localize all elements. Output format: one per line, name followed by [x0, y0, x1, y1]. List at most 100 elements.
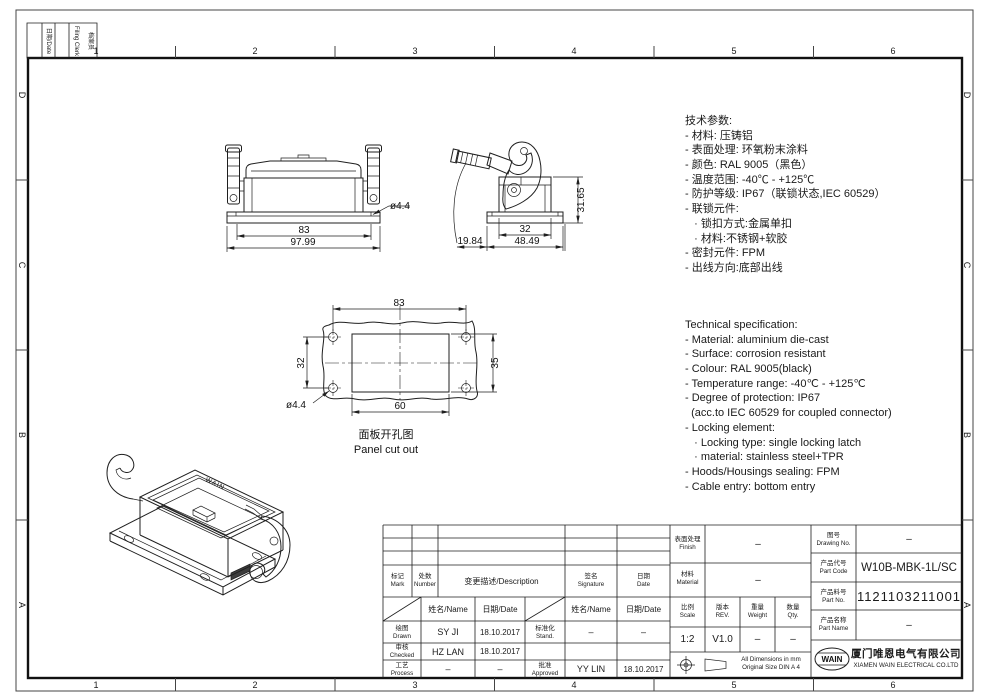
tb-approved-name: YY LIN	[576, 664, 606, 674]
tb-material-value: –	[755, 574, 761, 586]
tb-date-col-2: 日期/Date	[625, 604, 662, 614]
spec-line: · 锁扣方式:金属单扣	[685, 217, 792, 230]
zone-right-b: B	[962, 431, 972, 438]
zone-bottom-5: 5	[731, 680, 737, 690]
front-view: 83 97.99 ø4.4	[225, 144, 410, 252]
filing-clerk-en: Filing Clerk	[69, 23, 83, 58]
first-angle-symbol	[677, 656, 695, 674]
panel-dim-83: 83	[393, 298, 405, 309]
tb-name-col-1: 姓名/Name	[428, 604, 468, 614]
sheet-frame	[15, 9, 974, 692]
spec-line: - 防护等级: IP67（联锁状态,IEC 60529）	[685, 188, 886, 201]
panel-cutout-view: 83 32 35 60 ø4.4 面板开孔图 Panel cut out	[286, 298, 501, 456]
wain-logo: WAIN	[814, 647, 850, 671]
panel-caption-cn: 面板开孔图	[359, 427, 414, 441]
spec-line: - 材料: 压铸铝	[685, 129, 753, 142]
front-dim-83: 83	[298, 225, 310, 236]
zone-bottom-2: 2	[252, 680, 258, 690]
zone-top-2: 2	[252, 46, 258, 56]
tb-part-no-value: 1121103211001	[856, 588, 962, 604]
spec-line: - Cable entry: bottom entry	[685, 480, 816, 493]
filing-date-label: 日期/Date	[42, 23, 55, 58]
zone-right-d: D	[962, 91, 972, 99]
tb-name-col-2: 姓名/Name	[571, 604, 611, 614]
zone-bottom-3: 3	[412, 680, 418, 690]
side-dim-1984: 19.84	[457, 236, 482, 247]
spec-line: - Temperature range: -40℃ - +125℃	[685, 377, 866, 390]
zone-top-1: 1	[93, 46, 99, 56]
side-view: 31.65 32 48.49 19.84	[450, 141, 587, 251]
tb-checked-name: HZ LAN	[431, 646, 464, 657]
tb-approved-date: 18.10.2017	[623, 664, 664, 674]
tb-process-name: –	[445, 664, 451, 674]
zone-left-c: C	[17, 261, 27, 269]
specs-english: Technical specification:- Material: alum…	[685, 318, 892, 494]
panel-dim-60: 60	[394, 401, 406, 412]
tb-drawn-name: SY JI	[437, 627, 459, 637]
spec-line: - 出线方向:底部出线	[685, 261, 783, 274]
tb-qty-value: –	[790, 634, 796, 645]
zone-left-a: A	[17, 601, 27, 608]
panel-dim-32: 32	[296, 357, 307, 369]
tb-weight-value: –	[754, 634, 761, 645]
spec-line: - 联锁元件:	[685, 203, 739, 216]
filing-clerk-cn-text: 档案员	[87, 31, 94, 50]
spec-line: - Hoods/Housings sealing: FPM	[685, 465, 840, 478]
cable-nozzle	[450, 148, 492, 170]
zone-bottom-1: 1	[93, 680, 99, 690]
panel-dim-35: 35	[490, 357, 501, 369]
side-dim-4849: 48.49	[514, 236, 539, 247]
spec-line: - Locking element:	[685, 421, 775, 434]
zone-bottom-4: 4	[571, 680, 577, 690]
zone-top-4: 4	[571, 46, 577, 56]
spec-line: · Locking type: single locking latch	[685, 436, 862, 449]
spec-line: (acc.to IEC 60529 for coupled connector)	[685, 407, 892, 420]
zone-bottom-6: 6	[890, 680, 896, 690]
zone-top-5: 5	[731, 46, 737, 56]
panel-hole-label: ø4.4	[286, 400, 306, 411]
tb-stand-date: –	[640, 627, 646, 637]
spec-line: - 密封元件: FPM	[685, 247, 766, 260]
tb-drawing-no-value: –	[906, 533, 912, 545]
tb-drawn-date: 18.10.2017	[479, 627, 521, 637]
tb-process-date: –	[497, 664, 503, 674]
panel-holes	[325, 329, 474, 396]
front-dim-9799: 97.99	[290, 237, 315, 248]
zone-right-c: C	[962, 261, 972, 269]
tb-checked-date: 18.10.2017	[479, 647, 521, 656]
tb-part-name-value: –	[906, 619, 912, 631]
specs-chinese: 技术参数:- 材料: 压铸铝- 表面处理: 环氧粉末涂料- 颜色: RAL 90…	[685, 114, 886, 276]
tb-date-col-1: 日期/Date	[482, 604, 518, 614]
spec-line: · 材料:不锈钢+软胶	[685, 232, 788, 245]
spec-line: Technical specification:	[685, 319, 798, 331]
company-name-en: XIAMEN WAIN ELECTRICAL CO.LTD	[853, 662, 959, 669]
spec-line: - Surface: corrosion resistant	[685, 348, 826, 361]
zone-top-6: 6	[890, 46, 896, 56]
title-block-grid	[382, 524, 962, 678]
zone-top-3: 3	[412, 46, 418, 56]
side-dim-3165: 31.65	[576, 187, 587, 212]
spec-line: · material: stainless steel+TPR	[685, 451, 844, 464]
spec-line: - Degree of protection: IP67	[685, 392, 821, 405]
filing-strip-grid	[26, 22, 98, 59]
tb-part-code-value: W10B-MBK-1L/SC	[861, 561, 957, 574]
wain-logo-text: WAIN	[822, 655, 843, 664]
front-hole-label: ø4.4	[390, 201, 410, 212]
spec-line: 技术参数:	[685, 115, 733, 127]
